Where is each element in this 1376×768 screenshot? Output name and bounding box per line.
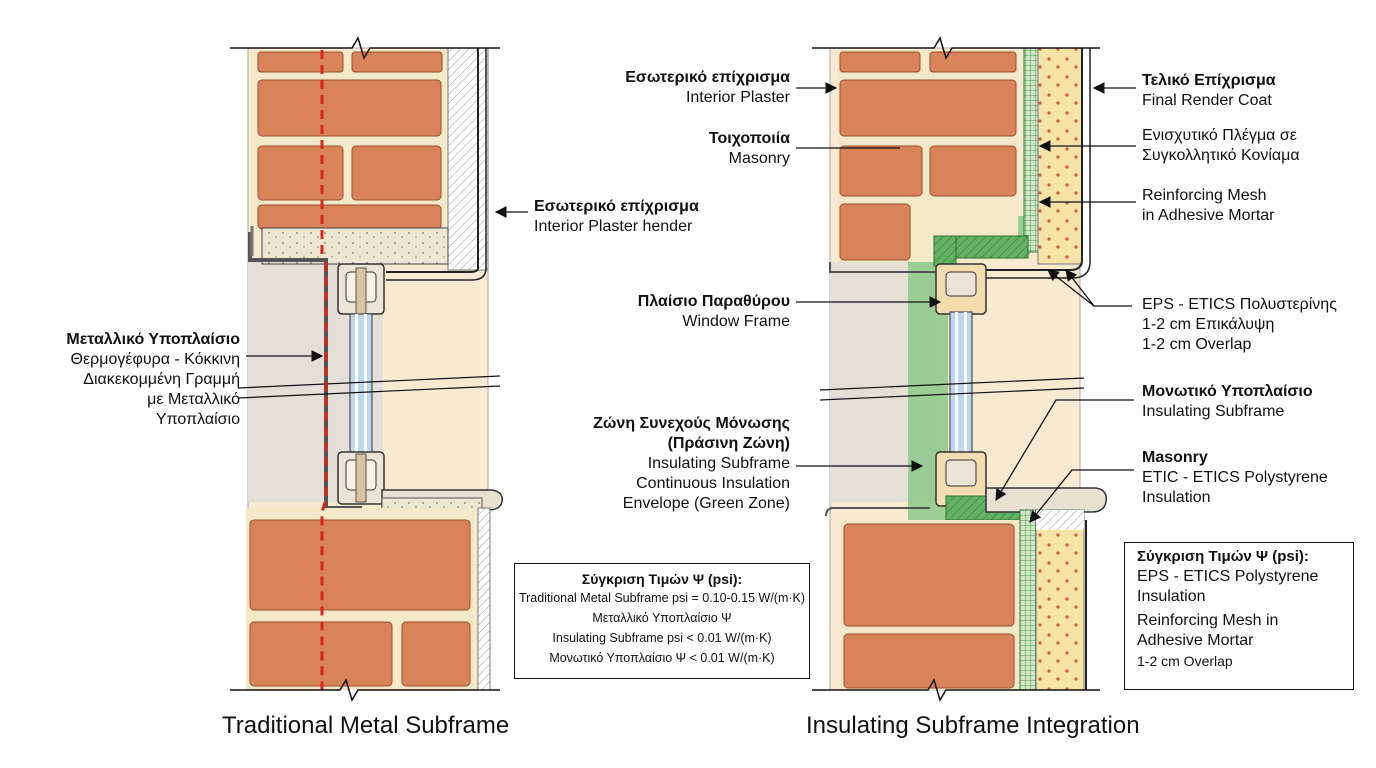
left-insulation-strip bbox=[447, 47, 489, 271]
left-bricks-top bbox=[250, 50, 450, 230]
insulating-subframe-sub: Insulating Subframe bbox=[1142, 403, 1285, 420]
window-frame-title: Πλαίσιο Παραθύρου bbox=[637, 293, 790, 310]
right-caption: Insulating Subframe Integration bbox=[806, 712, 1140, 739]
right-label-window-frame: Πλαίσιο Παραθύρου Window Frame bbox=[560, 292, 790, 332]
left-comparison-title: Σύγκριση Τιμών Ψ (psi): bbox=[581, 571, 743, 587]
masonry-bottom-title: Masonry bbox=[1142, 449, 1208, 466]
final-render-title: Τελικό Επίχρισμα bbox=[1142, 72, 1276, 89]
right-comparison-title: Σύγκριση Τιμών Ψ (psi): bbox=[1137, 548, 1309, 565]
right-comparison-line: Adhesive Mortar bbox=[1137, 632, 1254, 649]
eps-layer bbox=[1037, 47, 1083, 265]
right-label-final-render: Τελικό Επίχρισμα Final Render Coat bbox=[1142, 71, 1276, 111]
left-bricks-bottom bbox=[246, 507, 491, 691]
eps-line: 1-2 cm Επικάλυψη bbox=[1142, 316, 1275, 333]
insulating-subframe-title: Μονωτικό Υποπλαίσιο bbox=[1142, 383, 1313, 400]
right-label-mesh-gr: Ενισχυτικό Πλέγμα σε Συγκολλητικό Κονίαμ… bbox=[1142, 126, 1300, 166]
eps-line: EPS - ETICS Πολυστερίνης bbox=[1142, 296, 1337, 313]
green-zone-line: Envelope (Green Zone) bbox=[622, 495, 790, 512]
left-label-interior-plaster: Εσωτερικό επίχρισμα Interior Plaster hen… bbox=[534, 197, 699, 237]
right-comparison-line: Insulation bbox=[1137, 588, 1206, 605]
metal-subframe-line: Διακεκομμένη Γραμμή bbox=[83, 371, 240, 388]
left-detail bbox=[230, 36, 528, 702]
masonry-top-title: Τοιχοποιία bbox=[708, 130, 790, 147]
right-label-eps: EPS - ETICS Πολυστερίνης 1-2 cm Επικάλυψ… bbox=[1142, 295, 1337, 355]
left-comparison-line: Insulating Subframe psi < 0.01 W/(m·K) bbox=[552, 631, 772, 645]
mesh-layer bbox=[1023, 47, 1039, 253]
masonry-top-sub: Masonry bbox=[728, 150, 790, 167]
right-comparison-line: EPS - ETICS Polystyrene bbox=[1137, 568, 1319, 585]
green-zone-line: Continuous Insulation bbox=[636, 475, 790, 492]
right-interior-plaster-sub: Interior Plaster bbox=[685, 89, 790, 106]
right-label-interior-plaster: Εσωτερικό επίχρισμα Interior Plaster bbox=[560, 68, 790, 108]
green-zone-title: Ζώνη Συνεχούς Μόνωσης bbox=[593, 415, 790, 432]
right-label-insulating-subframe: Μονωτικό Υποπλαίσιο Insulating Subframe bbox=[1142, 382, 1313, 422]
mesh-gr-line: Ενισχυτικό Πλέγμα σε bbox=[1142, 127, 1297, 144]
right-comparison-line: Reinforcing Mesh in bbox=[1137, 612, 1279, 629]
green-zone-line: Insulating Subframe bbox=[647, 455, 790, 472]
window-frame-sub: Window Frame bbox=[682, 313, 790, 330]
green-zone-title: (Πράσινη Ζώνη) bbox=[667, 435, 790, 452]
left-label-interior-plaster-sub: Interior Plaster hender bbox=[534, 218, 693, 235]
right-bricks-bottom bbox=[840, 520, 1020, 690]
right-comparison-line: 1-2 cm Overlap bbox=[1137, 653, 1233, 669]
right-label-masonry-top: Τοιχοποιία Masonry bbox=[560, 129, 790, 169]
left-label-interior-plaster-title: Εσωτερικό επίχρισμα bbox=[534, 198, 699, 215]
right-label-masonry-bottom: Masonry ETIC - ETICS Polystyrene Insulat… bbox=[1142, 448, 1328, 508]
metal-subframe-line: με Μεταλλικό bbox=[147, 391, 240, 408]
left-comparison-box: Σύγκριση Τιμών Ψ (psi): Traditional Meta… bbox=[514, 563, 810, 679]
left-comparison-line: Μονωτικό Υποπλαίσιο Ψ < 0.01 W/(m·K) bbox=[549, 651, 775, 665]
right-label-green-zone: Ζώνη Συνεχούς Μόνωσης (Πράσινη Ζώνη) Ins… bbox=[540, 414, 790, 514]
right-comparison-box: Σύγκριση Τιμών Ψ (psi): EPS - ETICS Poly… bbox=[1124, 542, 1354, 690]
right-bricks-top bbox=[838, 50, 1018, 262]
right-detail bbox=[796, 36, 1136, 702]
right-interior-plaster-title: Εσωτερικό επίχρισμα bbox=[625, 69, 790, 86]
metal-subframe-line: Θερμογέφυρα - Κόκκινη bbox=[70, 351, 240, 368]
final-render-sub: Final Render Coat bbox=[1142, 92, 1272, 109]
metal-subframe-title: Μεταλλικό Υποπλαίσιο bbox=[66, 331, 240, 348]
heat-bridge-line bbox=[320, 50, 328, 690]
right-label-mesh-en: Reinforcing Mesh in Adhesive Mortar bbox=[1142, 186, 1275, 226]
green-zone bbox=[908, 216, 1040, 690]
mesh-en-line: in Adhesive Mortar bbox=[1142, 207, 1275, 224]
left-caption: Traditional Metal Subframe bbox=[222, 712, 510, 739]
mesh-gr-line: Συγκολλητικό Κονίαμα bbox=[1142, 147, 1300, 164]
mesh-en-line: Reinforcing Mesh bbox=[1142, 187, 1267, 204]
left-comparison-line: Μεταλλικό Υποπλαίσιο Ψ bbox=[592, 611, 732, 625]
masonry-bottom-line: Insulation bbox=[1142, 489, 1211, 506]
left-comparison-line: Traditional Metal Subframe psi = 0.10-0.… bbox=[518, 591, 806, 605]
eps-line: 1-2 cm Overlap bbox=[1142, 336, 1252, 353]
left-label-metal-subframe: Μεταλλικό Υποπλαίσιο Θερμογέφυρα - Κόκκι… bbox=[22, 330, 240, 430]
masonry-bottom-line: ETIC - ETICS Polystyrene bbox=[1142, 469, 1328, 486]
metal-subframe-line: Υποπλαίσιο bbox=[155, 411, 240, 428]
